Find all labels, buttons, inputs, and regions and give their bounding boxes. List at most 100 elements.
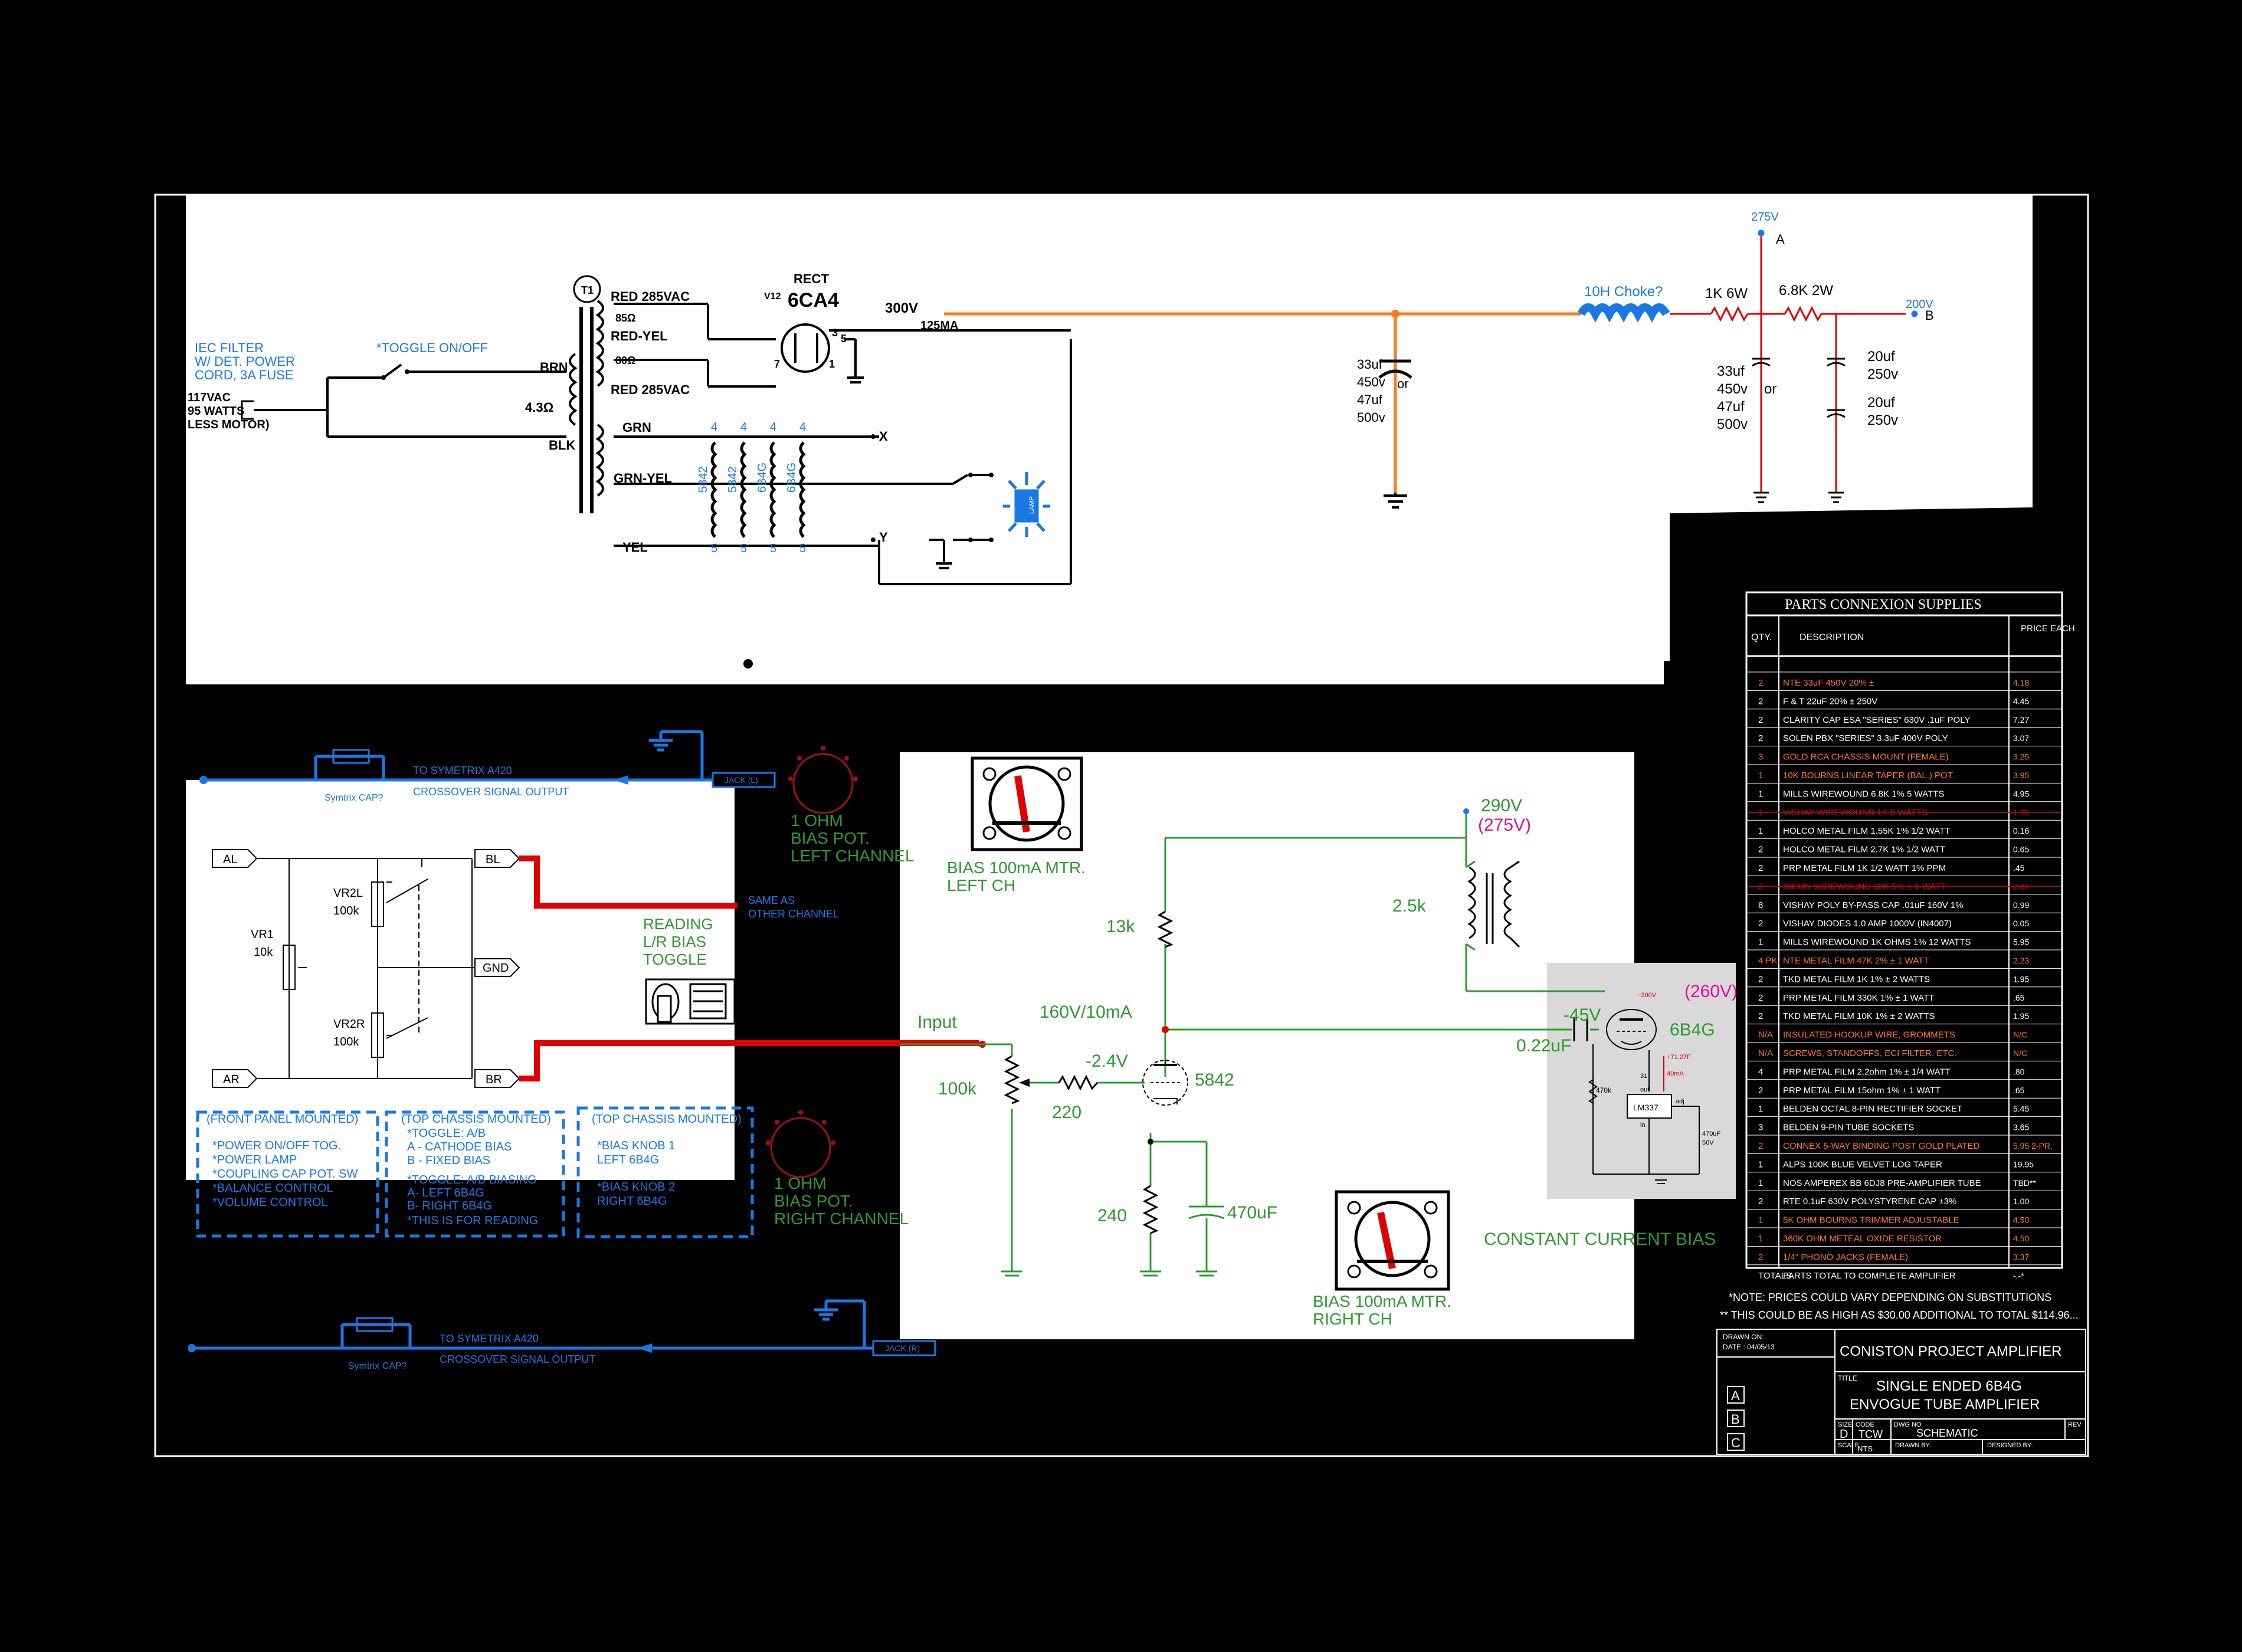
- reading-3: TOGGLE: [643, 950, 707, 968]
- parts-row-desc: PRP METAL FILM 1K 1/2 WATT 1% PPM: [1783, 863, 1946, 873]
- jack-right[interactable]: [872, 1340, 936, 1356]
- svg-text:47uf: 47uf: [1357, 392, 1383, 407]
- parts-row-qty: 2: [1758, 993, 1763, 1003]
- svg-text:X: X: [879, 429, 888, 444]
- bias-pot-right-2: BIAS POT.: [774, 1192, 853, 1210]
- bias-toggle-switch-icon[interactable]: [645, 978, 736, 1025]
- front-item-4: *VOLUME CONTROL: [212, 1196, 328, 1209]
- parts-row-qty: 2: [1758, 1141, 1763, 1151]
- svg-text:5: 5: [740, 542, 747, 555]
- power-supply: [241, 275, 1072, 585]
- front-item-0: *POWER ON/OFF TOG.: [212, 1139, 341, 1152]
- svg-text:5: 5: [711, 542, 717, 555]
- svg-text:GRN-YEL: GRN-YEL: [614, 471, 672, 486]
- parts-row-qty: 2: [1758, 974, 1763, 984]
- power-supply-panel: [186, 195, 2033, 684]
- to-symetrix-left: TO SYMETRIX A420: [413, 765, 512, 776]
- arrow-left: [614, 775, 628, 785]
- input-label: Input: [917, 1012, 957, 1032]
- parts-note-2: ** THIS COULD BE AS HIGH AS $30.00 ADDIT…: [1720, 1309, 2079, 1321]
- br-label: BR: [486, 1073, 502, 1086]
- vr2l-value: 100k: [333, 904, 359, 917]
- reading-2: L/R BIAS: [643, 933, 706, 950]
- parts-row-qty: 2: [1758, 696, 1763, 706]
- svg-text:RED 285VAC: RED 285VAC: [611, 382, 690, 397]
- jack-left[interactable]: [712, 772, 776, 788]
- parts-row-price: 3.07: [2013, 733, 2029, 743]
- lamp-label: LAMP: [1028, 496, 1035, 514]
- svg-text:T1: T1: [581, 284, 594, 296]
- front-panel-title: (FRONT PANEL MOUNTED): [206, 1113, 358, 1126]
- v24-label: -2.4V: [1086, 1051, 1128, 1071]
- parts-row-price: .65: [2013, 993, 2025, 1002]
- output-transformer: [1466, 860, 1520, 951]
- top1-item-5: B- RIGHT 6B4G: [407, 1199, 492, 1212]
- parts-row-qty: 2: [1758, 919, 1763, 929]
- svg-text:5842: 5842: [726, 467, 739, 493]
- gnd-label: GND: [483, 962, 509, 975]
- vr2l-label: VR2L: [333, 887, 363, 900]
- parts-note-1: *NOTE: PRICES COULD VARY DEPENDING ON SU…: [1729, 1292, 2051, 1303]
- balance-control: [254, 858, 475, 1079]
- v290-label: 290V: [1481, 796, 1522, 815]
- svg-text:5842: 5842: [697, 467, 710, 493]
- svg-text:450v: 450v: [1717, 381, 1748, 397]
- tb-title-2: ENVOGUE TUBE AMPLIFIER: [1850, 1397, 2040, 1412]
- top1-title: (TOP CHASSIS MOUNTED): [401, 1113, 551, 1126]
- small-300: ~300V: [1637, 992, 1657, 999]
- c470-label: 470uF: [1227, 1203, 1277, 1222]
- svg-text:6B4G: 6B4G: [756, 463, 769, 493]
- parts-row-desc: VISHAY POLY BY-PASS CAP .01uF 160V 1%: [1783, 900, 1963, 910]
- tube-5842-label: 5842: [1195, 1070, 1234, 1090]
- tb-rev-a: A: [1731, 1388, 1740, 1403]
- parts-row-desc: PRP METAL FILM 2.2ohm 1% ± 1/4 WATT: [1783, 1067, 1951, 1077]
- parts-row-price: 7.27: [2013, 715, 2029, 725]
- parts-row-desc: INSULATED HOOKUP WIRE, GROMMETS: [1783, 1030, 1955, 1040]
- svg-text:5: 5: [841, 333, 847, 345]
- parts-row-qty: 8: [1758, 900, 1763, 910]
- al-label: AL: [223, 853, 237, 866]
- tb-rev-b: B: [1731, 1412, 1740, 1427]
- meter-left-1: BIAS 100mA MTR.: [947, 858, 1086, 877]
- bias-pot-left-knob-icon[interactable]: [788, 746, 858, 814]
- dot-mark: [743, 659, 753, 668]
- parts-row-price: 5.95: [2013, 938, 2029, 947]
- v45-label: -45V: [1564, 1005, 1601, 1025]
- parts-row-qty: 1: [1758, 826, 1763, 836]
- svg-text:BLK: BLK: [549, 438, 575, 453]
- r13k-label: 13k: [1106, 917, 1135, 936]
- parts-row-price: 0.05: [2013, 919, 2029, 928]
- parts-row-qty: 2: [1758, 715, 1763, 725]
- svg-text:20uf: 20uf: [1867, 349, 1895, 365]
- svg-text:4.3Ω: 4.3Ω: [525, 400, 553, 415]
- parts-row-price: 3.95: [2013, 771, 2029, 780]
- bias-pot-right-3: RIGHT CHANNEL: [774, 1210, 909, 1228]
- v260-label: (260V): [1684, 982, 1738, 1001]
- reading-1: READING: [643, 915, 713, 933]
- parts-row-qty: 2: [1758, 863, 1763, 873]
- svg-text:B: B: [1925, 308, 1934, 323]
- ccs-panel: [1547, 963, 1736, 1199]
- v275-label: (275V): [1478, 815, 1531, 835]
- svg-text:1: 1: [829, 358, 835, 370]
- parts-row-qty: 2: [1758, 1197, 1763, 1207]
- meter-right-2: RIGHT CH: [1313, 1310, 1392, 1328]
- parts-row-desc: F & T 22uF 20% ± 250V: [1783, 696, 1877, 706]
- svg-text:LESS MOTOR): LESS MOTOR): [188, 418, 270, 431]
- hv-coil: [595, 300, 604, 387]
- parts-row-price: 0.99: [2013, 900, 2029, 910]
- parts-row-price: 0.16: [2013, 826, 2029, 835]
- parts-row-desc: VISHAY DIODES 1.0 AMP 1000V (IN4007): [1783, 919, 1952, 929]
- svg-text:20uf: 20uf: [1867, 395, 1895, 411]
- bias-pot-right-knob-icon[interactable]: [766, 1110, 835, 1178]
- parts-row-qty: 1: [1758, 938, 1763, 948]
- small-71: +71.27F: [1667, 1054, 1691, 1061]
- coupling-cap-label: 0.22uF: [1516, 1036, 1571, 1056]
- same-as-1: SAME AS: [748, 894, 795, 906]
- parts-row-qty: 2: [1758, 733, 1763, 743]
- small-470uf: 470uF: [1702, 1130, 1720, 1138]
- svg-text:BRN: BRN: [540, 360, 568, 375]
- ot-label: 2.5k: [1392, 896, 1427, 916]
- v160-label: 160V/10mA: [1040, 1002, 1132, 1022]
- primary-coil: [569, 353, 578, 426]
